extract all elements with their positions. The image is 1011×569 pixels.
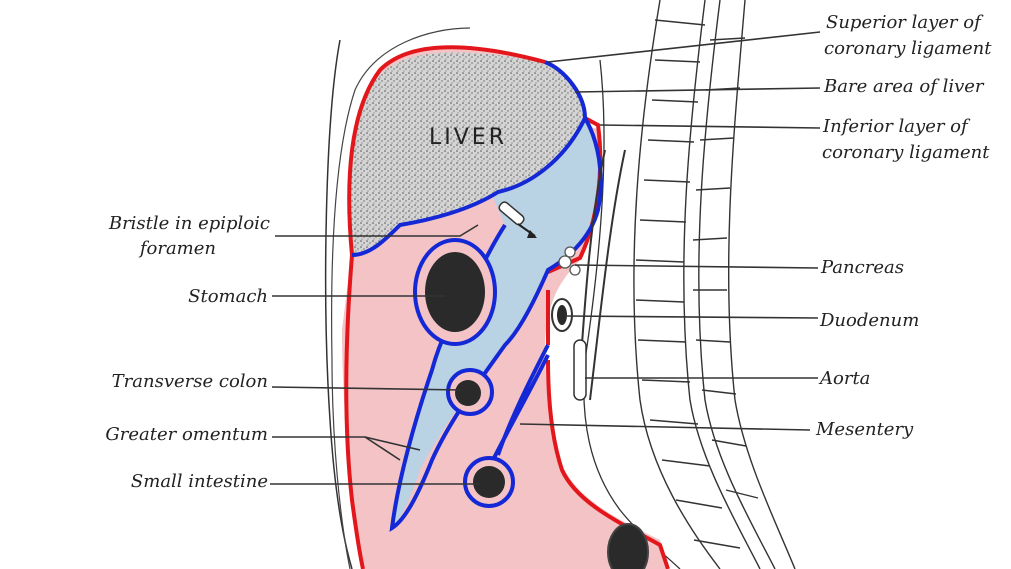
inferior-coronary-label-line2: coronary ligament [822,142,990,163]
vertebral-column [633,0,796,569]
transverse-colon-label: Transverse colon [112,371,268,392]
stomach-label: Stomach [188,286,268,307]
greater-sac-peritoneum [344,45,546,569]
bristle-label-line2: foramen [138,238,216,259]
duodenum-label: Duodenum [819,310,919,331]
small-intestine [463,456,515,508]
small-intestine-label: Small intestine [131,471,268,492]
bristle-marker [498,201,537,238]
mesentery-line [490,344,550,463]
pancreas-label: Pancreas [820,257,904,278]
bare-area-label: Bare area of liver [823,76,985,97]
inferior-coronary-label-line1: Inferior layer of [822,116,971,137]
mesentery-label: Mesentery [815,419,914,440]
stomach [413,238,497,346]
bristle-label-line1: Bristle in epiploic [108,213,270,234]
aorta-label: Aorta [818,368,870,389]
superior-coronary-label-line2: coronary ligament [824,38,992,59]
duodenum [551,298,573,332]
liver [349,52,585,255]
anterior-wall-outline [330,27,471,569]
transverse-colon [446,368,494,416]
leader-lines [270,31,821,485]
lesser-sac [392,118,601,528]
pancreas [558,246,581,276]
superior-coronary-label-line1: Superior layer of [826,12,984,33]
greater-omentum-label: Greater omentum [105,424,268,445]
lower-bowel-loop [607,523,649,569]
aorta [573,149,626,401]
liver-label: LIVER [429,125,507,150]
